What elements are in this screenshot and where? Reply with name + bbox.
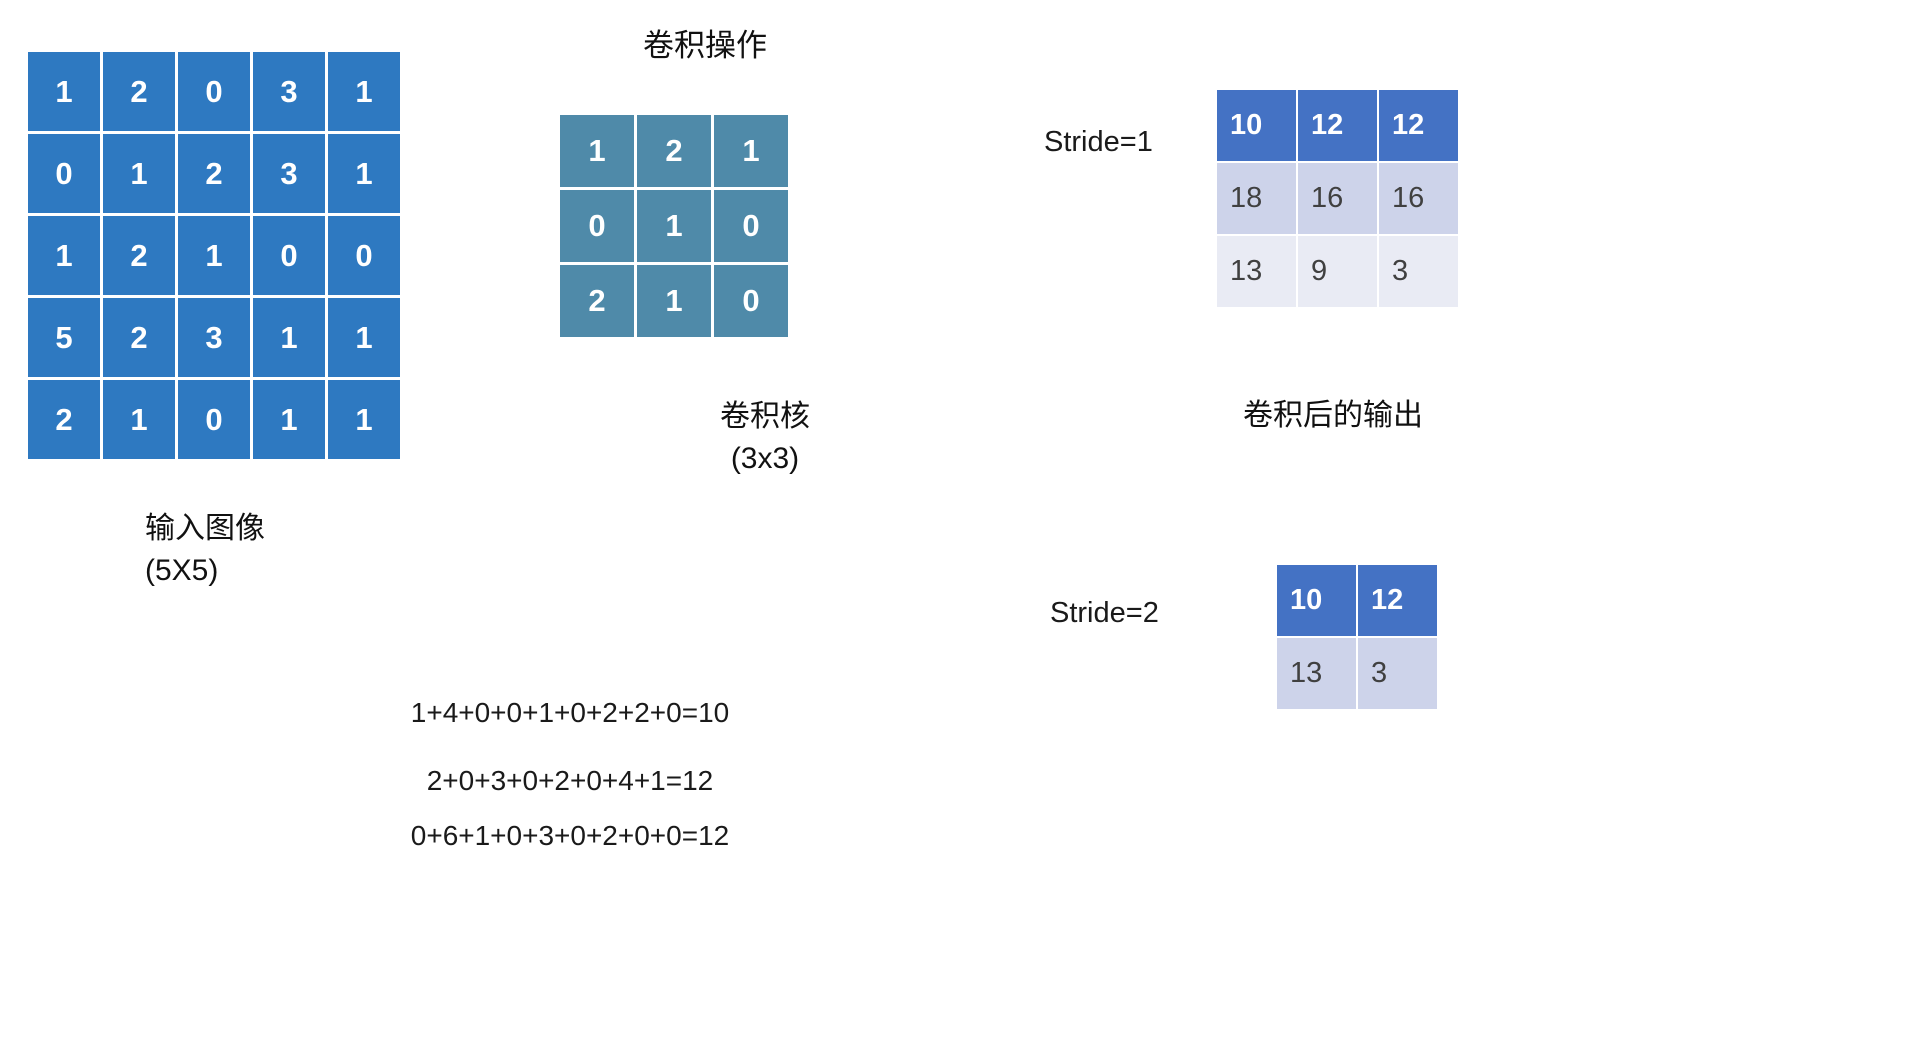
input-matrix-cell-r3c0: 5 (28, 298, 100, 377)
diagram-title: 卷积操作 (643, 28, 767, 63)
kernel-matrix-cell-r2c0: 2 (560, 265, 634, 337)
kernel-label: 卷积核 (3x3) (700, 396, 830, 480)
input-matrix-cell-r1c0: 0 (28, 134, 100, 213)
input-matrix-cell-r0c1: 2 (103, 52, 175, 131)
input-matrix-cell-r3c3: 1 (253, 298, 325, 377)
input-matrix-cell-r2c3: 0 (253, 216, 325, 295)
stride2-label: Stride=2 (1050, 597, 1159, 629)
stride1-label: Stride=1 (1044, 126, 1153, 158)
input-matrix-cell-r1c4: 1 (328, 134, 400, 213)
kernel-matrix-cell-r2c1: 1 (637, 265, 711, 337)
stride1-output-matrix-cell-r2c2: 3 (1379, 236, 1458, 307)
calculation-lines: 1+4+0+0+1+0+2+2+0=10 2+0+3+0+2+0+4+1=12 … (285, 697, 855, 852)
input-matrix-cell-r2c4: 0 (328, 216, 400, 295)
kernel-matrix-cell-r2c2: 0 (714, 265, 788, 337)
input-matrix-cell-r1c3: 3 (253, 134, 325, 213)
input-matrix-cell-r1c2: 2 (178, 134, 250, 213)
output-caption: 卷积后的输出 (1243, 399, 1423, 432)
input-matrix-cell-r4c3: 1 (253, 380, 325, 459)
input-matrix-cell-r0c2: 0 (178, 52, 250, 131)
stride2-output-matrix-cell-r0c0: 10 (1277, 565, 1356, 636)
input-matrix-cell-r4c0: 2 (28, 380, 100, 459)
calculation-line-2: 2+0+3+0+2+0+4+1=12 (426, 765, 714, 796)
stride2-output-matrix-cell-r1c1: 3 (1358, 638, 1437, 709)
kernel-matrix-cell-r0c0: 1 (560, 115, 634, 187)
kernel-label-size: (3x3) (730, 442, 800, 475)
kernel-matrix-cell-r0c2: 1 (714, 115, 788, 187)
input-matrix-cell-r3c1: 2 (103, 298, 175, 377)
input-matrix-label: 输入图像 (5X5) (145, 508, 265, 592)
kernel-label-name: 卷积核 (720, 400, 810, 433)
kernel-matrix-cell-r0c1: 2 (637, 115, 711, 187)
input-matrix-label-size: (5X5) (145, 554, 219, 587)
calculation-line-1: 1+4+0+0+1+0+2+2+0=10 (410, 697, 730, 728)
input-matrix-cell-r2c1: 2 (103, 216, 175, 295)
input-matrix-cell-r0c0: 1 (28, 52, 100, 131)
input-matrix-cell-r3c4: 1 (328, 298, 400, 377)
stride1-output-matrix-cell-r2c1: 9 (1298, 236, 1377, 307)
input-matrix-cell-r3c2: 3 (178, 298, 250, 377)
stride2-output-matrix-cell-r1c0: 13 (1277, 638, 1356, 709)
stride1-output-matrix-cell-r0c0: 10 (1217, 90, 1296, 161)
input-matrix-cell-r0c4: 1 (328, 52, 400, 131)
stride1-output-matrix-cell-r2c0: 13 (1217, 236, 1296, 307)
stride1-output-matrix-cell-r1c0: 18 (1217, 163, 1296, 234)
stride1-output-matrix-cell-r1c2: 16 (1379, 163, 1458, 234)
stride1-output-matrix-cell-r1c1: 16 (1298, 163, 1377, 234)
kernel-matrix-cell-r1c2: 0 (714, 190, 788, 262)
input-matrix-cell-r2c2: 1 (178, 216, 250, 295)
input-matrix-label-name: 输入图像 (145, 512, 265, 545)
stride1-output-matrix-cell-r0c1: 12 (1298, 90, 1377, 161)
input-matrix-cell-r4c1: 1 (103, 380, 175, 459)
input-matrix-cell-r0c3: 3 (253, 52, 325, 131)
input-matrix-cell-r4c4: 1 (328, 380, 400, 459)
calculation-line-3: 0+6+1+0+3+0+2+0+0=12 (410, 820, 730, 851)
input-matrix-cell-r1c1: 1 (103, 134, 175, 213)
input-matrix-cell-r2c0: 1 (28, 216, 100, 295)
kernel-matrix-cell-r1c0: 0 (560, 190, 634, 262)
stride2-output-matrix-cell-r0c1: 12 (1358, 565, 1437, 636)
stride1-output-matrix-cell-r0c2: 12 (1379, 90, 1458, 161)
kernel-matrix-cell-r1c1: 1 (637, 190, 711, 262)
input-matrix-cell-r4c2: 0 (178, 380, 250, 459)
